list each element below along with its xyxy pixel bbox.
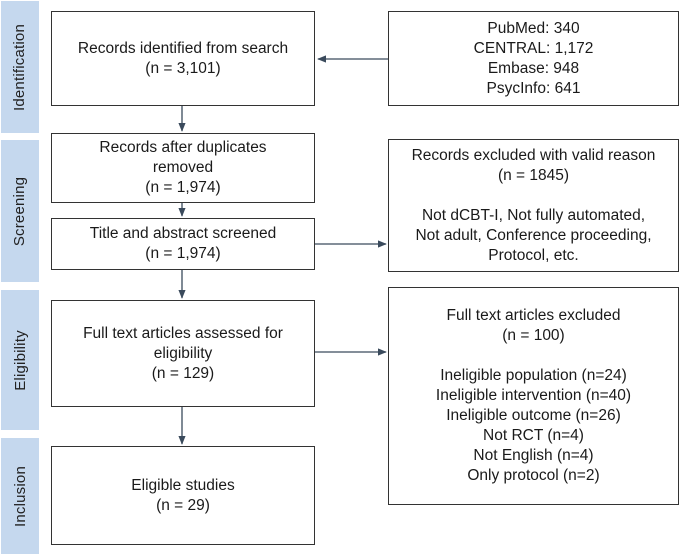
box-line: Embase: 948 (487, 59, 580, 77)
box-line: Not English (n=4) (473, 447, 594, 464)
box-line: Protocol, etc. (488, 246, 579, 264)
box-line: Not dCBT-I, Not fully automated, (421, 206, 646, 224)
box-line: Ineligible outcome (n=26) (446, 407, 621, 424)
phase-inclusion: Inclusion (1, 438, 39, 554)
after-duplicates-box: Records after duplicates removed (n = 1,… (51, 133, 315, 203)
box-line: Title and abstract screened (89, 225, 277, 242)
box-line: Ineligible intervention (n=40) (435, 387, 632, 404)
box-line: (n = 1,974) (145, 179, 221, 196)
database-sources-box: PubMed: 340 CENTRAL: 1,172 Embase: 948 P… (388, 11, 679, 106)
phase-screening: Screening (1, 140, 39, 282)
records-excluded-box: Records excluded with valid reason (n = … (388, 139, 679, 272)
box-line: CENTRAL: 1,172 (473, 39, 594, 57)
box-line: (n = 29) (156, 496, 210, 514)
box-line: Not RCT (n=4) (483, 427, 584, 444)
phase-eligibility: Eligibility (1, 290, 39, 430)
box-line: (n = 1,974) (145, 245, 221, 262)
eligible-studies-box: Eligible studies (n = 29) (51, 446, 315, 545)
box-line: (n = 129) (151, 364, 215, 382)
box-line: Full text articles excluded (446, 307, 621, 324)
box-line: Full text articles assessed for (83, 324, 283, 342)
box-line: removed (152, 159, 214, 176)
box-line: PubMed: 340 (487, 19, 580, 37)
title-abstract-screened-box: Title and abstract screened (n = 1,974) (51, 218, 315, 270)
full-text-excluded-box: Full text articles excluded (n = 100) In… (388, 287, 679, 505)
box-line: Ineligible population (n=24) (440, 367, 627, 384)
box-line: PsycInfo: 641 (486, 79, 581, 97)
box-line: Only protocol (n=2) (467, 467, 600, 484)
phase-identification: Identification (1, 1, 39, 133)
box-line: (n = 3,101) (145, 59, 221, 77)
box-line: Not adult, Conference proceeding, (415, 226, 652, 244)
box-line: Records excluded with valid reason (411, 146, 656, 164)
box-line: (n = 1845) (497, 166, 570, 184)
box-line: eligibility (153, 344, 213, 362)
records-identified-box: Records identified from search (n = 3,10… (51, 11, 315, 106)
box-line: Records after duplicates (99, 139, 267, 156)
box-line: Eligible studies (131, 476, 235, 494)
full-text-assessed-box: Full text articles assessed for eligibil… (51, 300, 315, 407)
box-line: (n = 100) (502, 327, 565, 344)
box-line: Records identified from search (77, 39, 289, 57)
